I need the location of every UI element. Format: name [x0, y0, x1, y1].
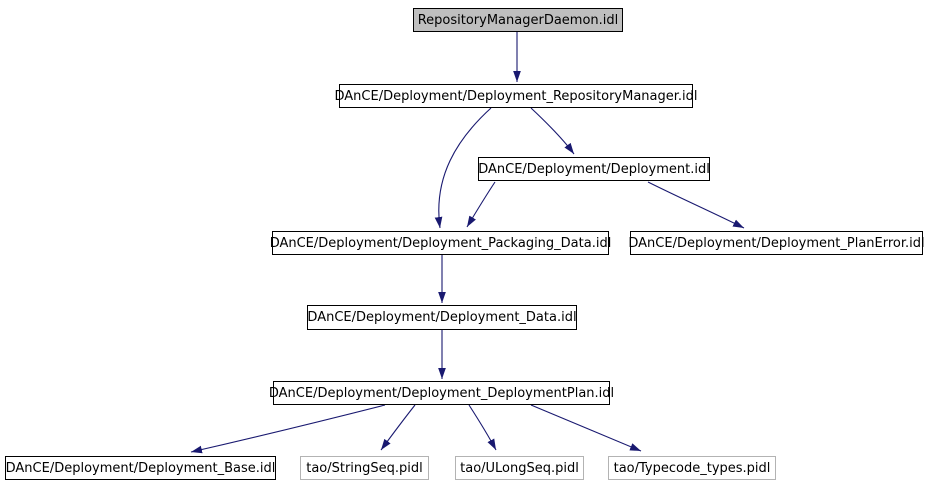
- node-deployment-plan-error[interactable]: DAnCE/Deployment/Deployment_PlanError.id…: [628, 231, 925, 255]
- node-deployment-packaging-data[interactable]: DAnCE/Deployment/Deployment_Packaging_Da…: [270, 231, 611, 255]
- edge-deployment-to-packaging: [466, 181, 496, 228]
- edge-repo-manager-to-packaging: [434, 107, 492, 229]
- node-repository-manager-daemon: RepositoryManagerDaemon.idl: [413, 8, 623, 32]
- edge-deployment-plan-to-typecode: [530, 404, 642, 452]
- node-deployment-base[interactable]: DAnCE/Deployment/Deployment_Base.idl: [5, 456, 276, 480]
- node-tao-typecode-types[interactable]: tao/Typecode_types.pidl: [608, 456, 776, 480]
- node-deployment-data[interactable]: DAnCE/Deployment/Deployment_Data.idl: [307, 305, 577, 330]
- node-deployment[interactable]: DAnCE/Deployment/Deployment.idl: [478, 157, 710, 181]
- node-deployment-deployment-plan[interactable]: DAnCE/Deployment/Deployment_DeploymentPl…: [269, 381, 614, 405]
- node-deployment-repository-manager[interactable]: DAnCE/Deployment/Deployment_RepositoryMa…: [334, 84, 698, 108]
- edge-deployment-plan-to-base: [190, 404, 386, 454]
- node-tao-ulongseq[interactable]: tao/ULongSeq.pidl: [455, 456, 584, 480]
- edge-deployment-to-plan-error: [647, 181, 745, 229]
- edge-repo-manager-to-deployment: [530, 107, 575, 155]
- edge-deployment-plan-to-ulongseq: [468, 404, 497, 451]
- edge-deployment-plan-to-stringseq: [380, 404, 416, 451]
- node-tao-stringseq[interactable]: tao/StringSeq.pidl: [300, 456, 429, 480]
